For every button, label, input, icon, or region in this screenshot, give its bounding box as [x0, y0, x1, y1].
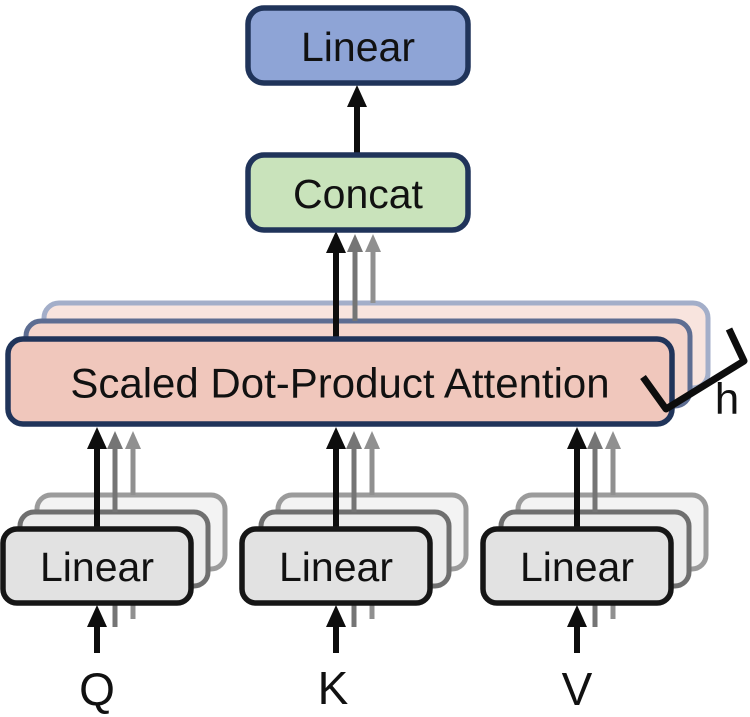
- arrow-v-linear3-to-attention: [605, 431, 621, 495]
- output-linear-label: Linear: [301, 24, 415, 70]
- v-linear-label: Linear: [520, 544, 634, 590]
- k-linear-label: Linear: [279, 544, 393, 590]
- attention-box: Scaled Dot-Product Attention: [5, 336, 675, 427]
- arrow-attention-head2-to-concat: [347, 234, 363, 321]
- arrow-q-input: [87, 605, 107, 653]
- arrow-attention-head3-to-concat: [365, 234, 381, 303]
- arrow-k-input: [326, 605, 346, 653]
- arrow-k-linear2-to-attention: [346, 431, 362, 512]
- k-linear-box: Linear: [239, 526, 433, 606]
- v-input-label: V: [562, 663, 593, 715]
- k-input-label: K: [318, 662, 349, 714]
- arrow-k-linear3-to-attention: [364, 431, 380, 495]
- concat-box: Concat: [245, 152, 471, 233]
- attention-label: Scaled Dot-Product Attention: [70, 360, 609, 407]
- arrow-k-linear-to-attention: [326, 427, 346, 529]
- q-input-label: Q: [79, 663, 115, 715]
- head-count-bracket: [640, 327, 748, 413]
- arrow-v-input: [567, 605, 587, 653]
- q-linear-box: Linear: [0, 526, 194, 606]
- arrow-attention-to-concat: [326, 231, 346, 339]
- arrow-concat-to-linear: [347, 85, 367, 155]
- v-linear-box: Linear: [480, 526, 674, 606]
- q-linear-label: Linear: [40, 544, 154, 590]
- arrow-v-linear-to-attention: [567, 427, 587, 529]
- arrow-v-linear2-to-attention: [587, 431, 603, 512]
- output-linear-box: Linear: [245, 5, 471, 86]
- concat-label: Concat: [293, 171, 424, 217]
- arrow-q-linear3-to-attention: [125, 431, 141, 495]
- arrow-q-linear2-to-attention: [107, 431, 123, 512]
- head-count-label: h: [715, 375, 739, 424]
- arrow-q-linear-to-attention: [87, 427, 107, 529]
